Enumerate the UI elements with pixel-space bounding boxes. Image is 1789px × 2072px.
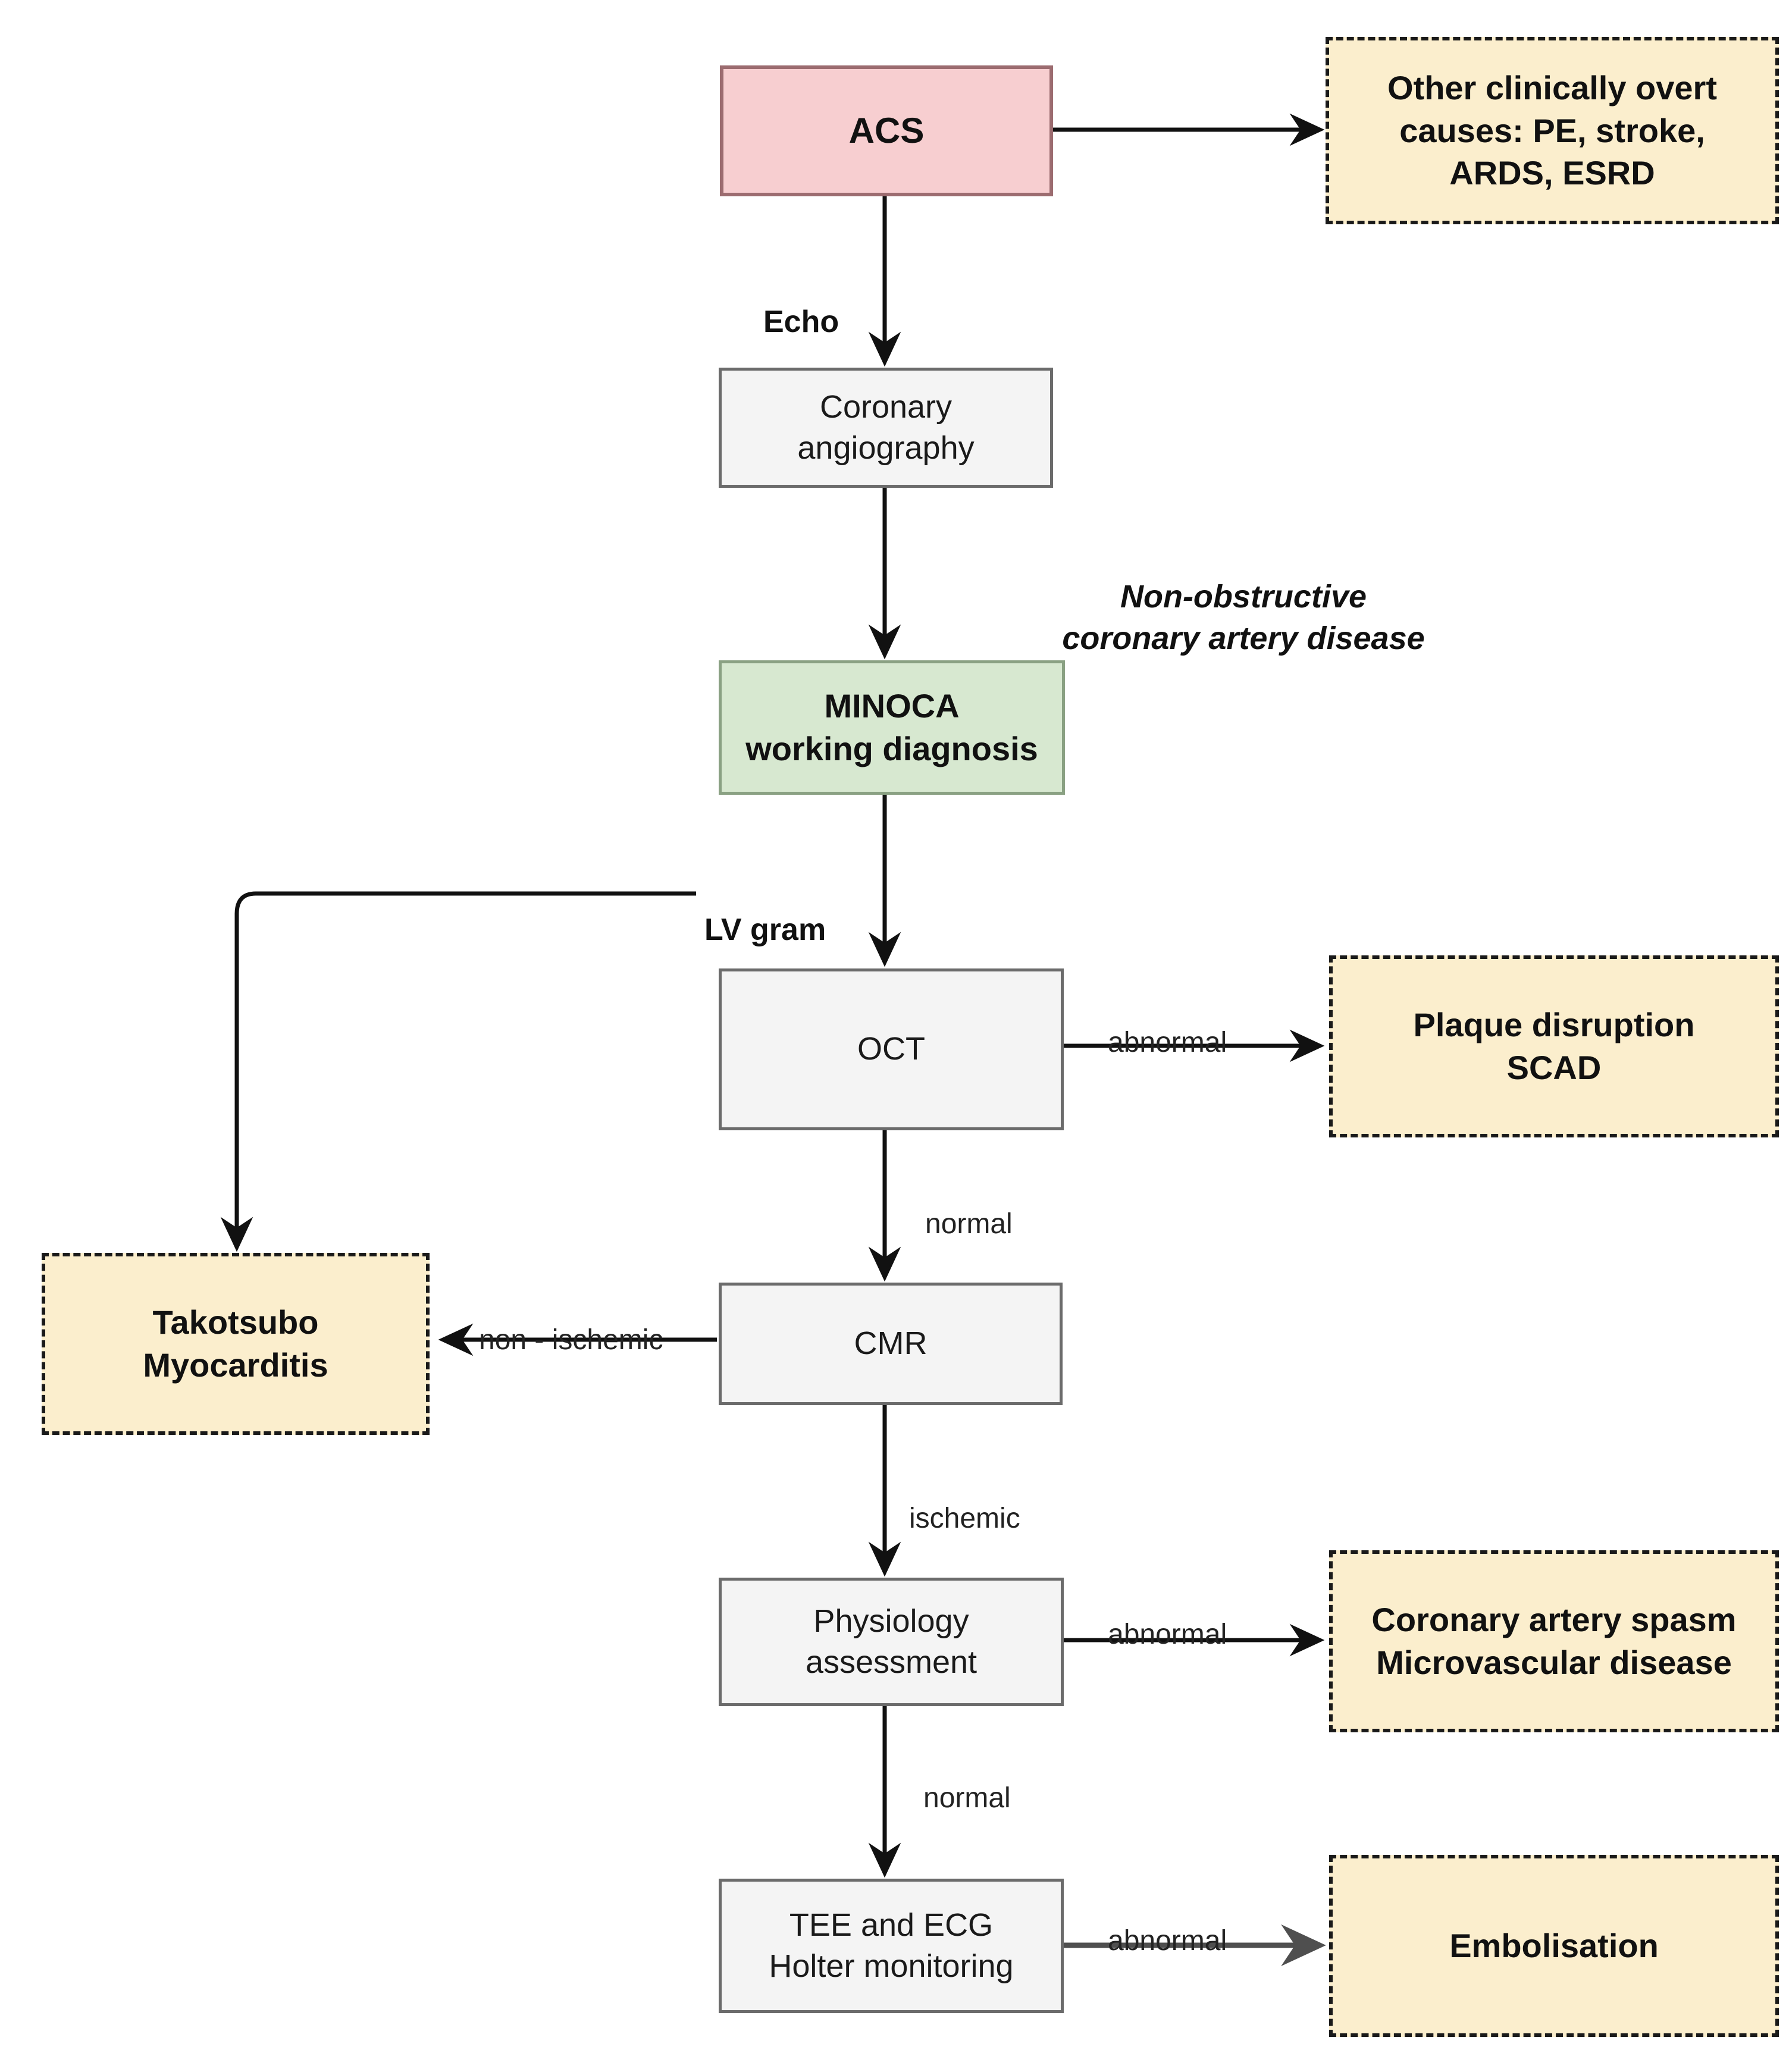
edge-label-physiology-normal-text: normal xyxy=(923,1782,1011,1814)
node-minoca-label: MINOCA working diagnosis xyxy=(745,687,1038,767)
edge-label-physiology-normal: normal xyxy=(923,1743,1011,1817)
node-takotsubo-myocarditis-label: Takotsubo Myocarditis xyxy=(143,1303,328,1384)
node-acs-label: ACS xyxy=(848,110,925,151)
edge-label-cmr-non-ischemic-text: non - ischemic xyxy=(479,1324,663,1356)
edge-label-echo: Echo xyxy=(763,262,839,342)
edge-label-non-obstructive-text: Non-obstructive coronary artery disease xyxy=(1062,579,1425,657)
edge-label-cmr-ischemic: ischemic xyxy=(909,1463,1020,1538)
node-other-causes-label: Other clinically overt causes: PE, strok… xyxy=(1387,68,1717,192)
node-plaque-disruption[interactable]: Plaque disruption SCAD xyxy=(1329,955,1779,1137)
edge-label-non-obstructive: Non-obstructive coronary artery disease xyxy=(898,534,1589,660)
node-minoca[interactable]: MINOCA working diagnosis xyxy=(719,660,1065,795)
edge-minoca-to-takotsubo-lvgram xyxy=(220,891,696,1252)
edge-label-tee-abnormal: abnormal xyxy=(1108,1886,1227,1960)
edge-label-cmr-non-ischemic: non - ischemic xyxy=(479,1285,663,1359)
node-tee-holter[interactable]: TEE and ECG Holter monitoring xyxy=(719,1879,1064,2013)
node-oct-label: OCT xyxy=(857,1031,925,1067)
node-coronary-angiography[interactable]: Coronary angiography xyxy=(719,368,1053,488)
node-other-causes[interactable]: Other clinically overt causes: PE, strok… xyxy=(1326,37,1779,224)
edge-label-oct-abnormal: abnormal xyxy=(1108,988,1227,1062)
edge-label-lv-gram-text: LV gram xyxy=(704,912,826,947)
edge-label-oct-normal: normal xyxy=(925,1169,1013,1243)
node-coronary-artery-spasm-label: Coronary artery spasm Microvascular dise… xyxy=(1371,1601,1737,1681)
edge-label-oct-normal-text: normal xyxy=(925,1208,1013,1240)
node-coronary-artery-spasm[interactable]: Coronary artery spasm Microvascular dise… xyxy=(1329,1550,1779,1732)
edge-label-oct-abnormal-text: abnormal xyxy=(1108,1027,1227,1059)
node-acs[interactable]: ACS xyxy=(720,65,1053,196)
node-tee-holter-label: TEE and ECG Holter monitoring xyxy=(769,1907,1014,1984)
node-cmr-label: CMR xyxy=(854,1325,928,1362)
edge-label-lv-gram: LV gram xyxy=(696,870,835,951)
node-plaque-disruption-label: Plaque disruption SCAD xyxy=(1413,1006,1695,1086)
node-takotsubo-myocarditis[interactable]: Takotsubo Myocarditis xyxy=(42,1253,430,1435)
node-coronary-angiography-label: Coronary angiography xyxy=(797,388,975,466)
node-embolisation[interactable]: Embolisation xyxy=(1329,1855,1779,2037)
edge-label-cmr-ischemic-text: ischemic xyxy=(909,1503,1020,1535)
node-cmr[interactable]: CMR xyxy=(719,1283,1063,1405)
node-oct[interactable]: OCT xyxy=(719,968,1064,1130)
node-embolisation-label: Embolisation xyxy=(1449,1927,1659,1965)
node-physiology-assessment[interactable]: Physiology assessment xyxy=(719,1578,1064,1706)
edge-label-physiology-abnormal: abnormal xyxy=(1108,1579,1227,1654)
edge-label-echo-text: Echo xyxy=(763,304,839,339)
edge-label-physiology-abnormal-text: abnormal xyxy=(1108,1619,1227,1651)
edge-label-tee-abnormal-text: abnormal xyxy=(1108,1925,1227,1957)
node-physiology-assessment-label: Physiology assessment xyxy=(805,1603,977,1680)
